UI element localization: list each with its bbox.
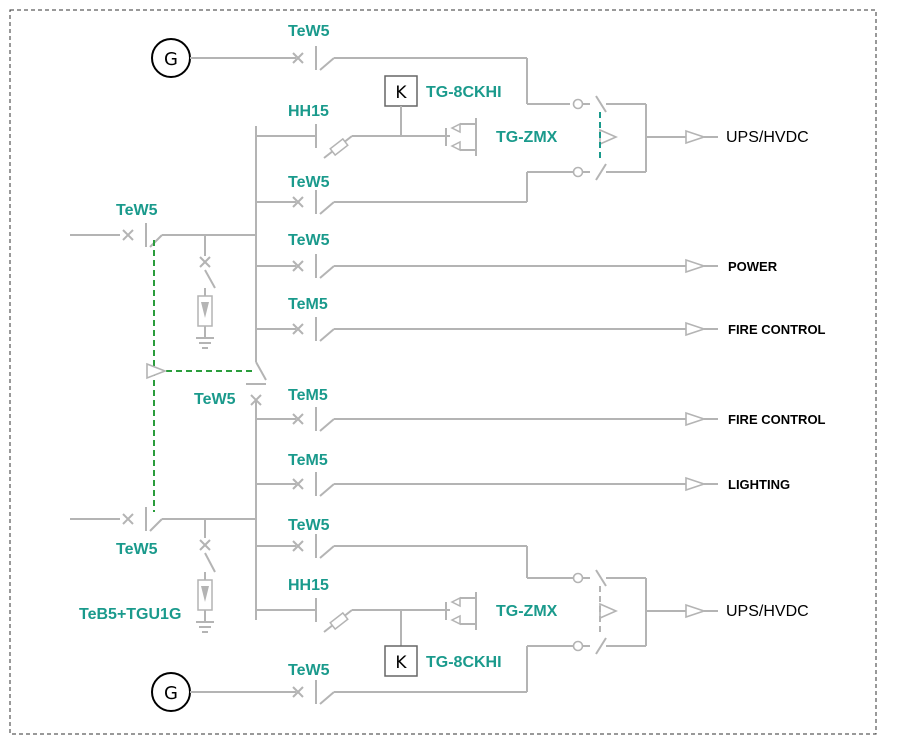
interlock — [146, 240, 252, 512]
lighting-breaker-label: TeM5 — [288, 452, 328, 469]
output-fire-control-1: FIRE CONTROL — [728, 322, 826, 337]
output-ups-top: UPS/HVDC — [726, 129, 809, 146]
top-gen-breaker-label: TeW5 — [288, 23, 330, 40]
incomer-2-label: TeW5 — [116, 541, 158, 558]
generator-bottom-label: G — [164, 683, 178, 704]
bottom-feeder-ups-label: TeW5 — [288, 517, 330, 534]
fire-control-2-feeder — [256, 407, 719, 432]
bottom-gen-line — [190, 646, 528, 705]
top-hh-feeder — [256, 118, 477, 159]
top-gen-line — [190, 46, 570, 105]
bottom-ups-feeder — [256, 534, 573, 579]
bottom-gen-breaker-label: TeW5 — [288, 662, 330, 679]
controller-top: K — [384, 75, 418, 107]
generator-top: G — [151, 38, 191, 78]
top-zmx-label: TG-ZMX — [496, 129, 558, 146]
fire-control-1-feeder — [256, 317, 719, 342]
top-ups-feeder — [256, 190, 527, 215]
top-ctrl-label: TG-8CKHI — [426, 84, 502, 101]
top-feeder-ups-label: TeW5 — [288, 174, 330, 191]
incomer-1-label: TeW5 — [116, 202, 158, 219]
power-feeder — [256, 254, 719, 279]
bottom-hh-feeder — [256, 592, 477, 646]
power-breaker-label: TeW5 — [288, 232, 330, 249]
bottom-zmx-label: TG-ZMX — [496, 603, 558, 620]
diagram-frame — [9, 9, 877, 735]
generator-bottom: G — [151, 672, 191, 712]
lighting-feeder — [256, 472, 719, 497]
incomer-1-line — [70, 223, 256, 349]
bus-tie — [246, 361, 267, 406]
incomer-2-line — [70, 507, 256, 633]
output-lighting: LIGHTING — [728, 477, 790, 492]
fire2-breaker-label: TeM5 — [288, 387, 328, 404]
bottom-ctrl-label: TG-8CKHI — [426, 654, 502, 671]
bottom-hh-label: HH15 — [288, 577, 329, 594]
output-fire-control-2: FIRE CONTROL — [728, 412, 826, 427]
bottom-ats — [527, 569, 719, 655]
output-power: POWER — [728, 259, 778, 274]
bus-tie-label: TeW5 — [194, 391, 236, 408]
top-hh-label: HH15 — [288, 103, 329, 120]
surge-protector-label: TeB5+TGU1G — [79, 606, 181, 623]
generator-top-label: G — [164, 49, 178, 70]
top-ats — [526, 95, 719, 202]
controller-top-label: K — [395, 83, 407, 103]
controller-bottom: K — [384, 645, 418, 677]
fire1-breaker-label: TeM5 — [288, 296, 328, 313]
output-ups-bottom: UPS/HVDC — [726, 603, 809, 620]
controller-bottom-label: K — [395, 653, 407, 673]
